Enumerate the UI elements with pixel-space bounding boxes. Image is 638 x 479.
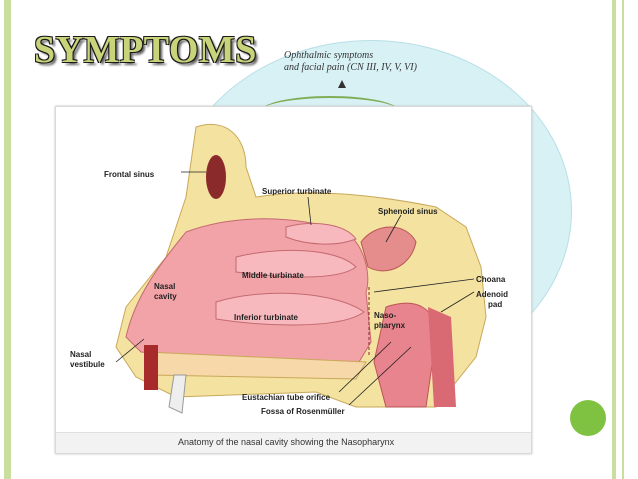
nasal-cavity-illustration (115, 123, 487, 414)
label-choana: Choana (476, 275, 506, 284)
background-caption-line2: and facial pain (CN III, IV, V, VI) (284, 62, 417, 73)
inferior-turbinate-shape (215, 292, 365, 326)
sphenoid-sinus-shape (360, 226, 417, 272)
label-nasal-vestibule-line2: vestibule (70, 360, 105, 369)
pointer-sphenoid-sinus (385, 214, 402, 243)
label-nasal-cavity-line1: Nasal (154, 282, 176, 291)
anatomy-figure: Frontal sinus Superior turbinate Sphenoi… (55, 106, 532, 454)
label-frontal-sinus: Frontal sinus (104, 170, 155, 179)
frontal-sinus-shape (206, 155, 226, 199)
background-caption-line1: Ophthalmic symptoms (284, 50, 374, 61)
upper-lip-shape (144, 345, 158, 390)
label-inferior-turbinate: Inferior turbinate (234, 313, 299, 322)
label-middle-turbinate: Middle turbinate (242, 271, 304, 280)
green-circle-icon (570, 400, 606, 436)
label-fossa-of-rosenmuller: Fossa of Rosenmüller (261, 407, 345, 416)
label-nasopharynx-line2: pharynx (374, 321, 406, 330)
label-nasal-vestibule-line1: Nasal (70, 350, 92, 359)
pointer-choana (373, 278, 475, 293)
arrow-up-icon (338, 80, 346, 88)
label-adenoid-pad-line1: Adenoid (476, 290, 508, 299)
middle-turbinate-shape (235, 249, 357, 278)
label-nasopharynx-line1: Naso- (374, 311, 397, 320)
label-nasal-cavity-line2: cavity (154, 292, 177, 301)
label-adenoid-pad-line2: pad (488, 300, 503, 309)
pointer-fossa-rosenmuller (348, 346, 412, 406)
label-eustachian-tube-orifice: Eustachian tube orifice (242, 393, 331, 402)
label-superior-turbinate: Superior turbinate (262, 187, 332, 196)
tooth-shape (168, 374, 187, 414)
figure-caption-strip: Anatomy of the nasal cavity showing the … (56, 432, 531, 453)
pointer-nasal-vestibule (115, 338, 145, 363)
slide-title: SYMPTOMS (34, 29, 257, 71)
superior-turbinate-shape (285, 222, 357, 245)
figure-caption: Anatomy of the nasal cavity showing the … (178, 437, 395, 447)
pointer-eustachian-tube (338, 341, 392, 393)
background-diagram-caption: Ophthalmic symptoms and facial pain (CN … (284, 50, 417, 74)
pointer-superior-turbinate (307, 196, 312, 226)
label-sphenoid-sinus: Sphenoid sinus (378, 207, 438, 216)
pointer-adenoid-pad (440, 291, 475, 313)
adenoid-shape (428, 307, 456, 407)
background-diagram-arc (260, 96, 400, 128)
right-accent-line (622, 0, 624, 479)
right-accent-bar (612, 0, 616, 479)
left-accent-bar (4, 0, 11, 479)
